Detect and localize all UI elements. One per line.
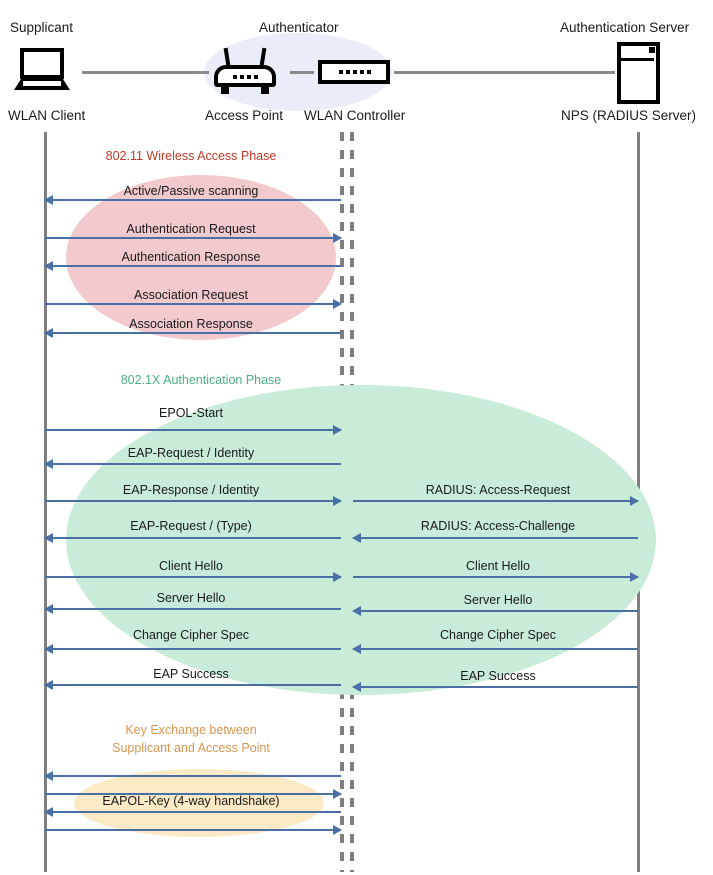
phase-keyexchange-highlight [74, 769, 324, 837]
message-label: Change Cipher Spec [132, 628, 250, 642]
message-label: EAPOL-Key (4-way handshake) [102, 794, 280, 808]
node-label-wlan-client: WLAN Client [8, 108, 86, 123]
role-title-supplicant: Supplicant [10, 20, 74, 35]
message-arrow [44, 644, 341, 654]
message-arrow [44, 328, 341, 338]
wire-ap-to-controller [290, 71, 314, 74]
node-label-wlan-controller: WLAN Controller [304, 108, 406, 123]
message-label: RADIUS: Access-Challenge [420, 519, 576, 533]
message-arrow [44, 604, 341, 614]
message-label: EAP-Request / (Type) [130, 519, 252, 533]
message-arrow [353, 572, 639, 582]
network-switch-icon [318, 60, 390, 84]
phase-8021x-highlight [66, 385, 656, 695]
message-arrow [352, 682, 638, 692]
message-arrow [44, 680, 341, 690]
message-label: Client Hello [159, 559, 223, 573]
message-label: EAP-Response / Identity [122, 483, 260, 497]
wireless-router-icon [214, 47, 276, 94]
phase-8021x-label: 802.1X Authentication Phase [120, 373, 282, 387]
message-label: EAP Success [460, 669, 536, 683]
message-label: EAP Success [153, 667, 229, 681]
wire-controller-to-server [394, 71, 615, 74]
server-icon [617, 42, 660, 104]
lifeline-supplicant [44, 132, 47, 872]
message-arrow [352, 533, 638, 543]
node-label-nps-radius-server: NPS (RADIUS Server) [561, 108, 697, 123]
message-label: EPOL-Start [159, 406, 223, 420]
message-label: EAP-Request / Identity [127, 446, 255, 460]
phase-keyexchange-label: Key Exchange between Supplicant and Acce… [112, 723, 270, 756]
message-label: Server Hello [463, 593, 533, 607]
message-arrow [353, 496, 639, 506]
message-label: Server Hello [156, 591, 226, 605]
laptop-icon [14, 48, 70, 90]
message-arrow [44, 771, 341, 781]
message-arrow [44, 195, 341, 205]
message-arrow [45, 825, 342, 835]
role-title-authentication-server: Authentication Server [560, 20, 690, 35]
message-arrow [44, 261, 341, 271]
message-label: Authentication Request [126, 222, 256, 236]
message-label: RADIUS: Access-Request [425, 483, 571, 497]
phase-80211-highlight [66, 175, 336, 340]
message-label: Change Cipher Spec [439, 628, 557, 642]
message-arrow [45, 425, 342, 435]
message-label: Active/Passive scanning [123, 184, 259, 198]
message-arrow [352, 606, 638, 616]
message-arrow [44, 807, 341, 817]
node-label-access-point: Access Point [205, 108, 284, 123]
wire-client-to-ap [82, 71, 209, 74]
phase-80211-label: 802.11 Wireless Access Phase [105, 149, 277, 163]
message-label: Association Response [129, 317, 253, 331]
message-arrow [44, 459, 341, 469]
message-label: Authentication Response [121, 250, 261, 264]
message-arrow [352, 644, 638, 654]
message-label: Client Hello [466, 559, 530, 573]
message-label: Association Request [134, 288, 248, 302]
message-arrow [45, 496, 342, 506]
message-arrow [45, 789, 342, 799]
message-arrow [45, 233, 342, 243]
role-title-authenticator: Authenticator [259, 20, 339, 35]
message-arrow [45, 572, 342, 582]
message-arrow [45, 299, 342, 309]
message-arrow [44, 533, 341, 543]
